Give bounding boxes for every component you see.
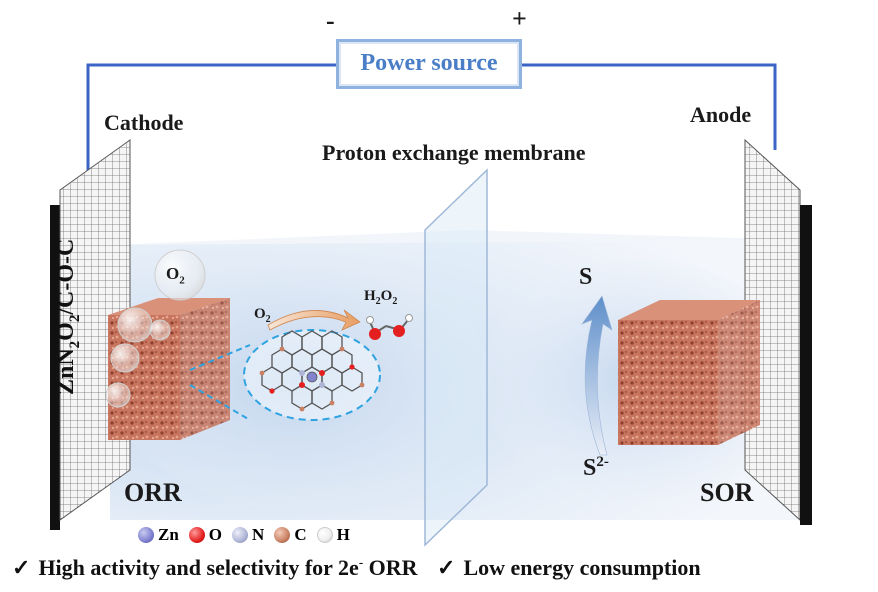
plus-sign: + bbox=[512, 4, 527, 33]
s-oxidation-arrow bbox=[581, 295, 613, 456]
circuit-wire-left bbox=[86, 63, 336, 180]
sulfide-label: S2- bbox=[583, 454, 609, 481]
right-cube-top bbox=[618, 300, 760, 320]
legend-label-o: O bbox=[208, 525, 223, 544]
check-icon: ✓ bbox=[12, 555, 31, 581]
check-icon: ✓ bbox=[437, 555, 456, 581]
cathode-label: Cathode bbox=[104, 110, 184, 135]
legend-item-h: H bbox=[316, 525, 350, 545]
h2o2-product-label: H2O2 bbox=[364, 288, 398, 307]
legend-item-c: C bbox=[274, 525, 307, 545]
bullet-1: ✓High activity and selectivity for 2e- O… bbox=[12, 555, 418, 581]
anode-plate bbox=[800, 205, 812, 525]
atom-legend: Zn O N C H bbox=[138, 522, 360, 548]
molecule-atoms bbox=[259, 346, 365, 412]
legend-label-h: H bbox=[336, 525, 350, 544]
n-atom-icon bbox=[232, 527, 249, 543]
circuit-wire-right bbox=[522, 63, 777, 150]
power-source-label: Power source bbox=[360, 50, 498, 76]
legend-label-zn: Zn bbox=[158, 525, 179, 544]
minus-sign: - bbox=[326, 6, 335, 35]
sor-label: SOR bbox=[700, 478, 754, 507]
left-cube-side bbox=[180, 298, 230, 440]
h-atom-icon bbox=[316, 527, 333, 543]
orr-label: ORR bbox=[124, 478, 182, 507]
o2-to-h2o2-arrow bbox=[267, 309, 361, 331]
summary-bullets: ✓High activity and selectivity for 2e- O… bbox=[12, 555, 729, 581]
power-source-box: Power source bbox=[336, 39, 522, 89]
legend-label-n: N bbox=[252, 525, 265, 544]
bullet-2: ✓ Low energy consumption bbox=[437, 555, 715, 580]
right-cube-side bbox=[718, 300, 760, 445]
catalyst-label: ZnN2O2/C-O-C bbox=[53, 238, 83, 395]
anode-label: Anode bbox=[690, 102, 752, 127]
right-cube-front bbox=[618, 320, 718, 445]
zn-atom-icon bbox=[138, 527, 154, 543]
legend-item-zn: Zn bbox=[138, 525, 179, 545]
o2-reactant-label: O2 bbox=[254, 306, 271, 325]
o2-bubble-label: O2 bbox=[166, 264, 185, 287]
h2o2-molecule bbox=[366, 314, 413, 340]
legend-item-n: N bbox=[232, 525, 264, 545]
c-atom-icon bbox=[274, 527, 291, 543]
legend-label-c: C bbox=[294, 525, 307, 544]
membrane-sheet bbox=[424, 168, 488, 547]
sulfur-label: S bbox=[579, 264, 593, 290]
cathode-plate bbox=[50, 205, 60, 530]
membrane-label: Proton exchange membrane bbox=[322, 140, 586, 165]
legend-item-o: O bbox=[188, 525, 223, 545]
o-atom-icon bbox=[188, 527, 205, 543]
bullet-2-text: Low energy consumption bbox=[463, 555, 701, 581]
